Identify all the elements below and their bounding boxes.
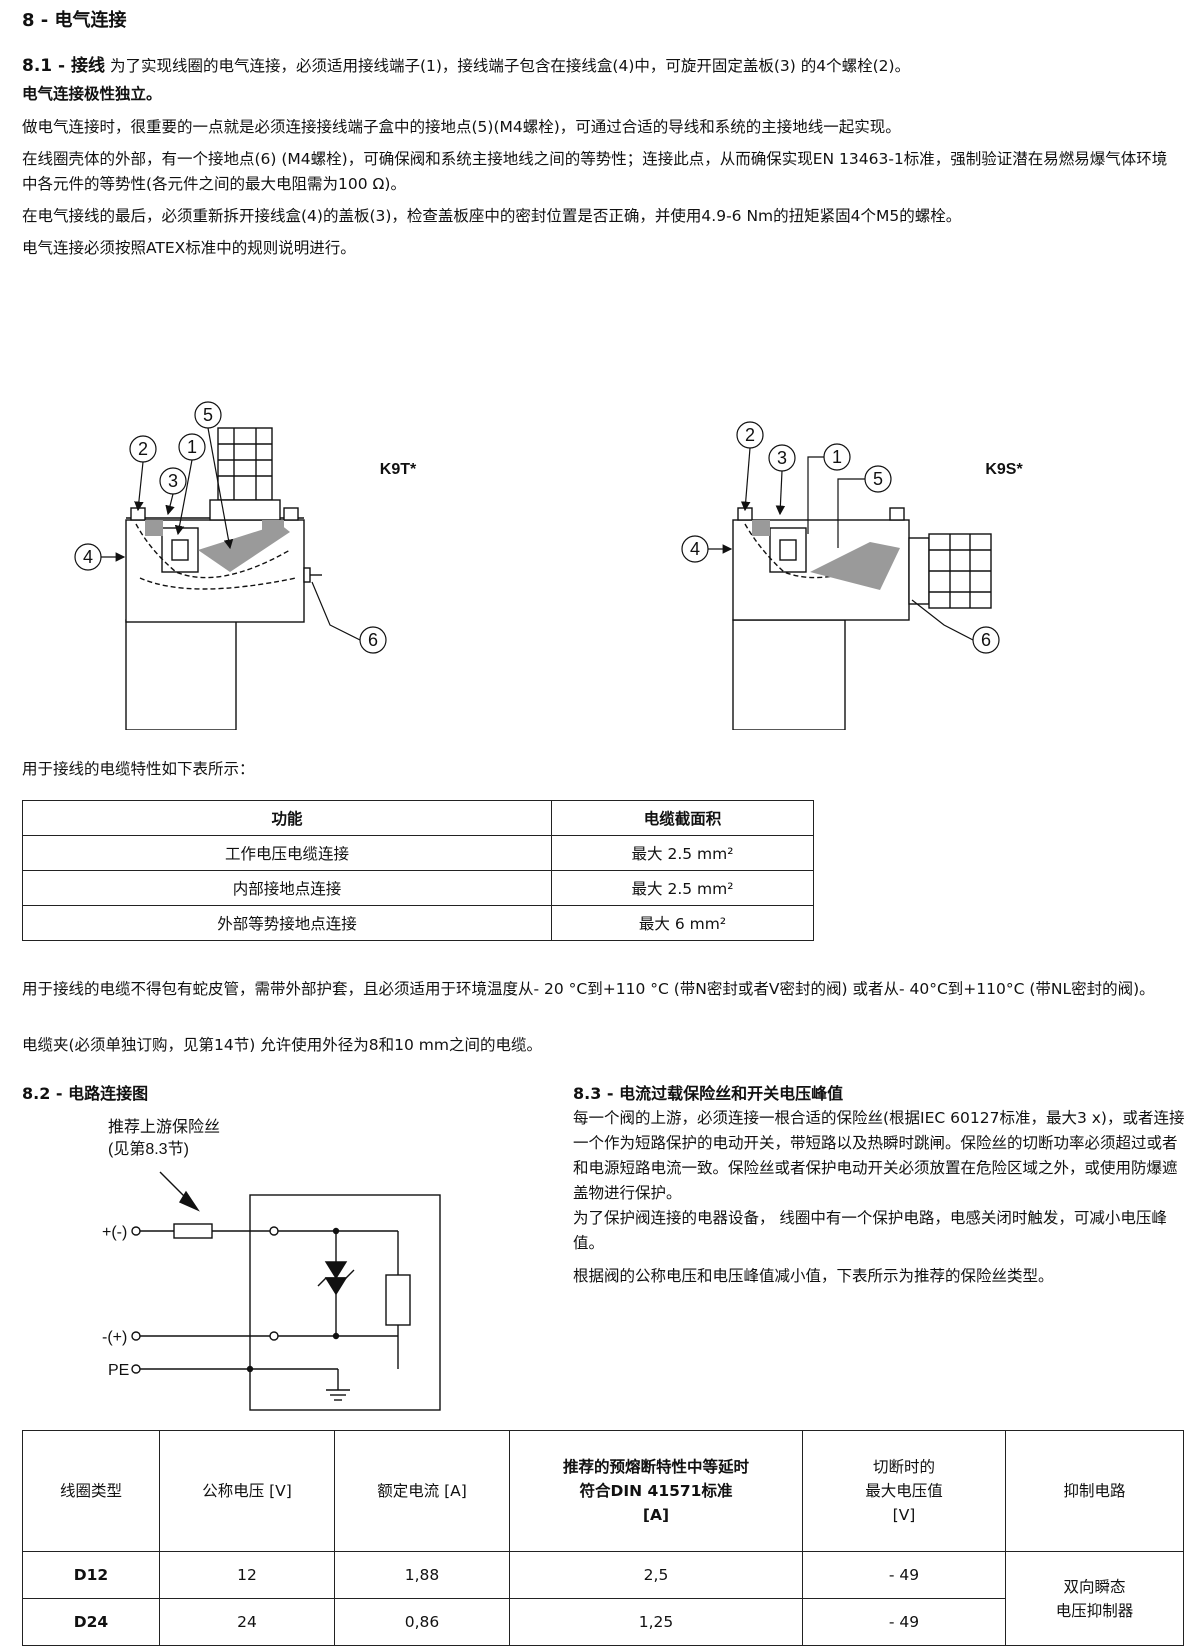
fuse-header-current: 额定电流 [A] (334, 1430, 510, 1552)
s81-intro: 为了实现线圈的电气连接，必须适用接线端子(1)，接线端子包含在接线盒(4)中，可… (109, 57, 911, 75)
fuse-header-peak: 切断时的 最大电压值 [V] (802, 1430, 1006, 1552)
fuse-header-voltage: 公称电压 [V] (159, 1430, 335, 1552)
k9t-callouts (74, 401, 387, 654)
fuse-header-peak-1: 切断时的 (872, 1458, 935, 1476)
s83-p2: 为了保护阀连接的电器设备， 线圈中有一个保护电路，电感关闭时触发，可减小电压峰值… (573, 1209, 1167, 1252)
tvs-diode-symbol (324, 1261, 348, 1280)
fuse-pointer-head (178, 1190, 200, 1212)
s82-title: 8.2 - 电路连接图 (22, 1084, 149, 1103)
fuse-header-fuse-3: [A] (642, 1506, 670, 1524)
fuse-symbol (173, 1223, 213, 1239)
fuse-cell-fuse: 2,5 (509, 1551, 803, 1599)
table-row: 内部接地点连接 最大 2.5 mm² (22, 870, 814, 906)
suppressor-line2: 电压抑制器 (1055, 1601, 1134, 1620)
s81-polarity: 电气连接极性独立。 (22, 85, 162, 103)
k9t-drawing (125, 427, 322, 730)
fuse-table: 线圈类型 公称电压 [V] 额定电流 [A] 推荐的预熔断特性中等延时 符合DI… (22, 1430, 1184, 1646)
cable-cell: 外部等势接地点连接 (22, 905, 552, 941)
k9t-callout-5: 5 (203, 405, 213, 425)
coil-frame (249, 1194, 441, 1411)
section-title: 8 - 电气连接 (22, 10, 127, 31)
terminal-plus (131, 1226, 141, 1236)
terminal-minus (131, 1331, 141, 1341)
fuse-cell-coil: D12 (22, 1551, 160, 1599)
terminal-pe (131, 1364, 141, 1374)
cable-cell: 最大 6 mm² (551, 905, 814, 941)
fuse-cell-voltage: 24 (159, 1598, 335, 1646)
circuit-diagram: 推荐上游保险丝 (见第8.3节) (102, 1118, 441, 1411)
k9s-callout-1: 1 (832, 447, 842, 467)
cable-header-function: 功能 (22, 800, 552, 836)
table-row: 工作电压电缆连接 最大 2.5 mm² (22, 835, 814, 871)
s81-p2: 在线圈壳体的外部，有一个接地点(6) (M4螺栓)，可确保阀和系统主接地线之间的… (22, 150, 1168, 193)
table-row: 外部等势接地点连接 最大 6 mm² (22, 905, 814, 941)
k9t-callout-2: 2 (138, 439, 148, 459)
s83-p1: 每一个阀的上游，必须连接一根合适的保险丝(根据IEC 60127标准，最大3 x… (573, 1109, 1185, 1202)
fuse-cell-suppressor: 双向瞬态 电压抑制器 (1005, 1551, 1184, 1646)
table-row: D24 24 0,86 1,25 - 49 (22, 1598, 1184, 1646)
k9t-callout-numbers: 5 1 2 3 4 6 (83, 405, 378, 650)
s81-p1: 做电气连接时，很重要的一点就是必须连接接线端子盒中的接地点(5)(M4螺栓)，可… (22, 118, 901, 136)
cable-table-header: 功能 电缆截面积 (22, 800, 814, 836)
fuse-cell-fuse: 1,25 (509, 1598, 803, 1646)
fuse-header-fuse-2: 符合DIN 41571标准 (579, 1482, 733, 1500)
fuse-header-suppressor: 抑制电路 (1005, 1430, 1184, 1552)
k9s-callout-5: 5 (873, 469, 883, 489)
k9s-label: K9S* (985, 461, 1023, 478)
k9t-callout-4: 4 (83, 547, 93, 567)
k9s-callout-numbers: 2 3 1 5 4 6 (690, 425, 991, 650)
cable-note: 用于接线的电缆不得包有蛇皮管，需带外部护套，且必须适用于环境温度从- 20 °C… (22, 980, 1155, 998)
fuse-table-header: 线圈类型 公称电压 [V] 额定电流 [A] 推荐的预熔断特性中等延时 符合DI… (22, 1430, 1184, 1552)
fuse-header-fuse: 推荐的预熔断特性中等延时 符合DIN 41571标准 [A] (509, 1430, 803, 1552)
fuse-label-line1: 推荐上游保险丝 (108, 1118, 220, 1136)
k9t-callout-1: 1 (187, 437, 197, 457)
cable-intro: 用于接线的电缆特性如下表所示： (22, 760, 255, 778)
cable-cell: 最大 2.5 mm² (551, 835, 814, 871)
k9t-label: K9T* (380, 461, 417, 478)
label-plus: +(-) (102, 1224, 127, 1241)
fuse-cell-voltage: 12 (159, 1551, 335, 1599)
cable-table: 功能 电缆截面积 工作电压电缆连接 最大 2.5 mm² 内部接地点连接 最大 … (22, 800, 814, 941)
k9t-callout-3: 3 (168, 471, 178, 491)
fuse-header-peak-2: 最大电压值 (865, 1482, 943, 1500)
fuse-header-fuse-1: 推荐的预熔断特性中等延时 (562, 1458, 749, 1476)
k9t-callout-6: 6 (368, 630, 378, 650)
k9s-callout-3: 3 (777, 448, 787, 468)
fuse-cell-coil: D24 (22, 1598, 160, 1646)
fuse-cell-current: 0,86 (334, 1598, 510, 1646)
connector-figures: 5 1 2 3 4 6 K9T* 2 (74, 401, 1023, 730)
s81-label: 8.1 - 接线 (22, 56, 106, 76)
k9s-callout-2: 2 (745, 425, 755, 445)
fuse-cell-peak: - 49 (802, 1598, 1006, 1646)
table-row: D12 12 1,88 2,5 - 49 双向瞬态 电压抑制器 (22, 1551, 1184, 1646)
cable-cell: 最大 2.5 mm² (551, 870, 814, 906)
k9s-drawing (732, 507, 992, 730)
cable-cell: 内部接地点连接 (22, 870, 552, 906)
fuse-cell-current: 1,88 (334, 1551, 510, 1599)
fuse-header-peak-3: [V] (892, 1506, 916, 1524)
label-minus: -(+) (102, 1329, 127, 1346)
fuse-header-coil: 线圈类型 (22, 1430, 160, 1552)
label-pe: PE (108, 1362, 129, 1379)
cable-cell: 工作电压电缆连接 (22, 835, 552, 871)
suppressor-line1: 双向瞬态 (1063, 1577, 1126, 1596)
coil-symbol (385, 1274, 411, 1326)
fuse-label-line2: (见第8.3节) (108, 1140, 189, 1158)
k9s-callout-6: 6 (981, 630, 991, 650)
s83-title: 8.3 - 电流过载保险丝和开关电压峰值 (573, 1084, 844, 1103)
s81-p4: 电气连接必须按照ATEX标准中的规则说明进行。 (22, 239, 356, 257)
cable-header-section: 电缆截面积 (551, 800, 814, 836)
s81-intro-line: 8.1 - 接线 为了实现线圈的电气连接，必须适用接线端子(1)，接线端子包含在… (22, 54, 1182, 79)
s83-p3: 根据阀的公称电压和电压峰值减小值，下表所示为推荐的保险丝类型。 (573, 1267, 1054, 1285)
k9s-callout-4: 4 (690, 539, 700, 559)
k9s-callouts (681, 421, 1000, 654)
fuse-cell-peak: - 49 (802, 1551, 1006, 1599)
s81-p3: 在电气接线的最后，必须重新拆开接线盒(4)的盖板(3)，检查盖板座中的密封位置是… (22, 207, 962, 225)
clamp-note: 电缆夹(必须单独订购，见第14节) 允许使用外径为8和10 mm之间的电缆。 (22, 1036, 542, 1054)
